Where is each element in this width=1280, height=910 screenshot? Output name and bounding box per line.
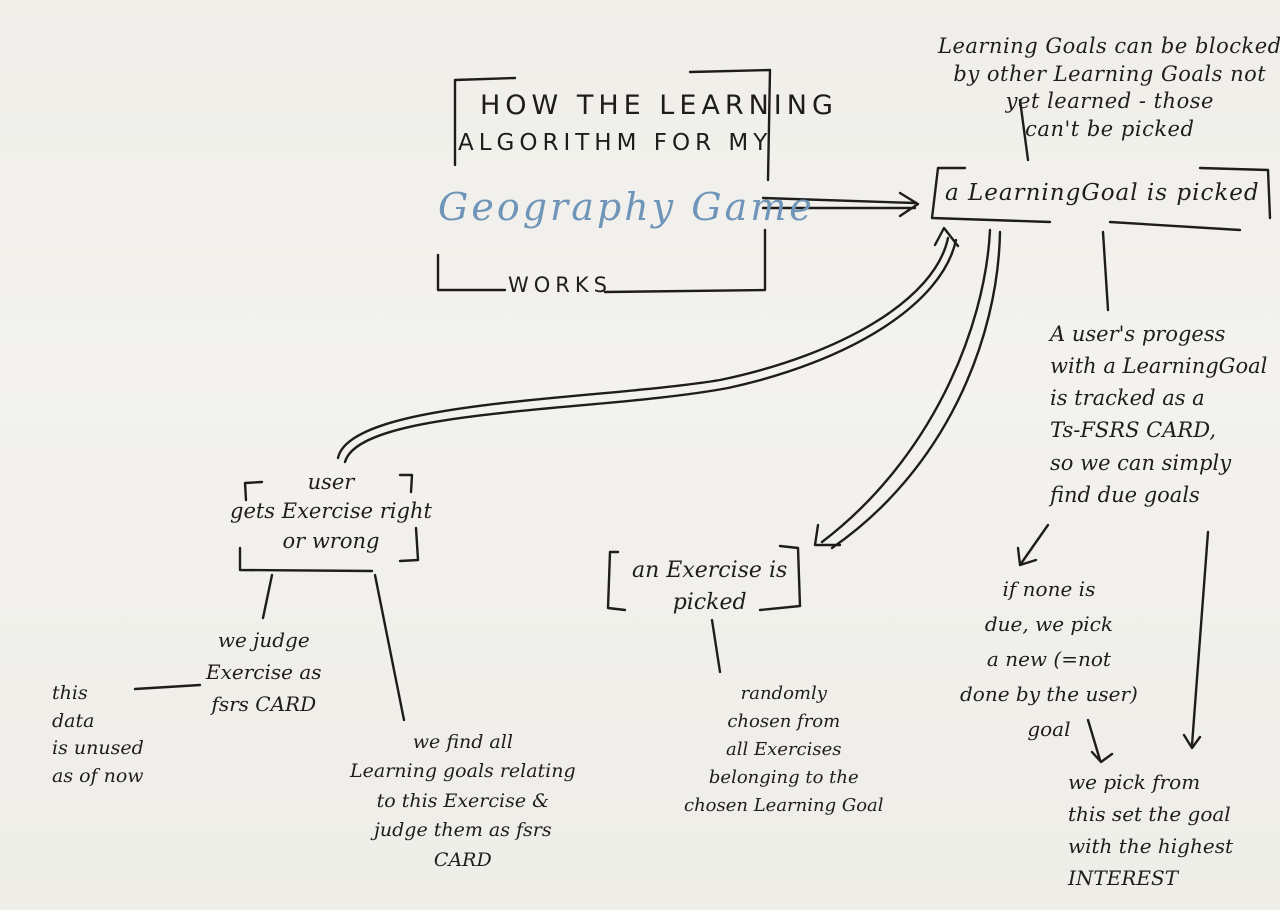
- node-exercise-picked: an Exercise is picked: [632, 558, 788, 615]
- arrow-none-due-to-interest: [1086, 718, 1114, 764]
- note-judge-exercise: we judge Exercise as fsrs CARD: [206, 628, 322, 716]
- note-data-unused: this data is unused as of now: [52, 682, 144, 787]
- note-blocked-goals: Learning Goals can be blocked by other L…: [938, 34, 1280, 142]
- title-line-4: WORKS: [508, 273, 612, 297]
- arrow-goal-to-exercise: [813, 228, 1002, 550]
- connector-result-to-find-all: [373, 573, 406, 722]
- connector-exercise-to-randomly: [710, 618, 722, 674]
- note-randomly-chosen: randomly chosen from all Exercises belon…: [684, 683, 884, 816]
- title-line-1: HOW THE LEARNING: [480, 90, 838, 121]
- result-box: [238, 473, 420, 573]
- arrow-title-to-goal: [761, 191, 920, 218]
- connector-result-to-judge: [261, 573, 274, 620]
- connector-goal-to-progress: [1101, 230, 1110, 312]
- arrow-progress-to-none-due: [1016, 523, 1050, 567]
- note-highest-interest: we pick from this set the goal with the …: [1068, 770, 1233, 890]
- title-game-name: Geography Game: [438, 185, 815, 229]
- arrow-progress-to-interest: [1182, 530, 1210, 750]
- note-progress-tracked: A user's progess with a LearningGoal is …: [1050, 322, 1268, 507]
- node-goal-picked: a LearningGoal is picked: [945, 180, 1260, 206]
- exercise-box: [606, 544, 802, 612]
- title-box: [436, 68, 772, 294]
- arrow-result-to-goal: [336, 226, 960, 464]
- connector-blocked-to-goal: [1018, 98, 1030, 162]
- node-user-result: user gets Exercise right or wrong: [230, 470, 432, 553]
- note-find-all-goals: we find all Learning goals relating to t…: [350, 731, 576, 871]
- title-line-2: ALGORITHM FOR MY: [458, 130, 773, 156]
- note-none-due: if none is due, we pick a new (=not done…: [960, 577, 1138, 741]
- goal-box: [930, 166, 1272, 232]
- connector-judge-to-unused: [133, 683, 202, 691]
